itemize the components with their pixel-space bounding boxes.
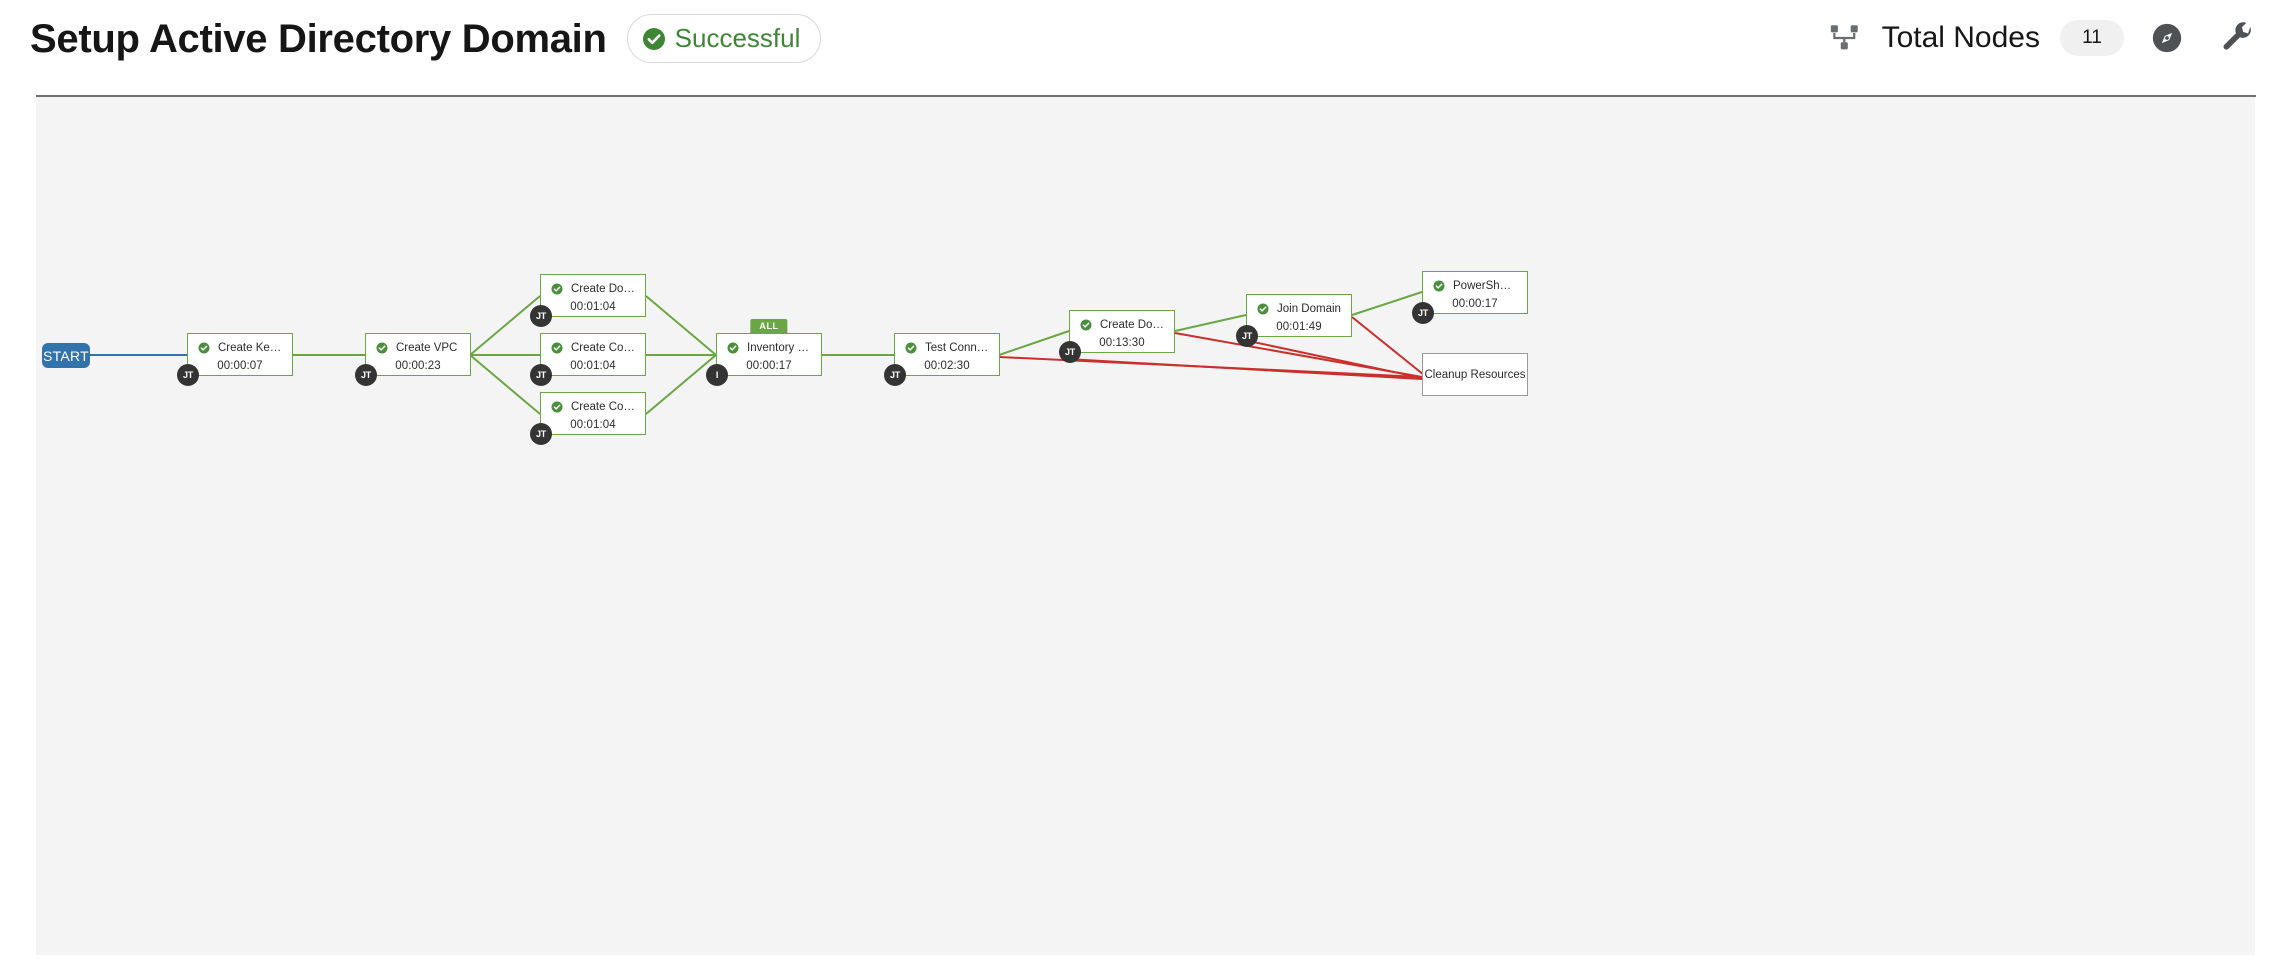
- check-circle-icon: [551, 401, 563, 412]
- node-create-keypair[interactable]: Create Keypair 00:00:07 JT: [177, 333, 293, 386]
- start-node[interactable]: START: [42, 343, 90, 368]
- node-elapsed: 00:01:04: [570, 359, 616, 372]
- node-header: PowerShell Validation: [1423, 276, 1527, 296]
- node-header: Create Keypair: [188, 338, 292, 358]
- edge-test-connectivity-to-create-domain: [998, 330, 1070, 356]
- edge-join-domain-alt-failure: [1243, 339, 1423, 379]
- status-badge: Successful: [626, 14, 822, 63]
- node-badge[interactable]: JT: [530, 305, 552, 327]
- edge-fanin-to-inventory-sync: [645, 295, 717, 415]
- node-title: Join Domain: [1277, 302, 1341, 315]
- node-powershell-validation[interactable]: PowerShell Validation 00:00:17 JT: [1412, 271, 1528, 324]
- node-inventory-sync[interactable]: ALL Inventory Sync 00:00:17 I: [706, 319, 822, 386]
- node-title: Test Connectivity: [925, 341, 989, 354]
- node-elapsed: 00:02:30: [924, 359, 970, 372]
- node-badge[interactable]: I: [706, 364, 728, 386]
- edge-layer: [90, 291, 1425, 415]
- page-header: Setup Active Directory Domain Successful…: [0, 0, 2290, 97]
- node-elapsed: 00:01:04: [570, 418, 616, 431]
- node-title: Cleanup Resources: [1424, 368, 1526, 381]
- wrench-icon[interactable]: [2216, 16, 2260, 60]
- check-circle-icon: [551, 283, 563, 294]
- node-test-connectivity[interactable]: Test Connectivity 00:02:30 JT: [884, 333, 1000, 386]
- node-title: Create Domain Contr...: [571, 282, 635, 295]
- node-create-computer-2[interactable]: Create Computer (2) 00:01:04 JT: [530, 392, 646, 445]
- node-elapsed: 00:13:30: [1099, 336, 1145, 349]
- node-header: Create Computer (2): [541, 397, 645, 417]
- node-elapsed: 00:01:49: [1276, 320, 1322, 333]
- node-title: Create Computer (1): [571, 341, 635, 354]
- node-create-vpc[interactable]: Create VPC 00:00:23 JT: [355, 333, 471, 386]
- node-elapsed: 00:00:17: [1452, 297, 1498, 310]
- edge-join-domain-to-cleanup-failure: [1351, 316, 1425, 376]
- node-title: Create Computer (2): [571, 400, 635, 413]
- node-badge[interactable]: JT: [884, 364, 906, 386]
- node-header: Test Connectivity: [895, 338, 999, 358]
- node-tag-all: ALL: [750, 319, 788, 333]
- node-elapsed: 00:00:23: [395, 359, 441, 372]
- check-circle-icon: [551, 342, 563, 353]
- node-badge[interactable]: JT: [530, 423, 552, 445]
- edge-join-domain-to-powershell-validation: [1351, 291, 1423, 316]
- node-header: Inventory Sync: [717, 338, 821, 358]
- node-badge[interactable]: JT: [177, 364, 199, 386]
- node-elapsed: 00:01:04: [570, 300, 616, 313]
- check-circle-icon: [642, 27, 665, 50]
- node-create-computer-1[interactable]: Create Computer (1) 00:01:04 JT: [530, 333, 646, 386]
- node-header: Create Computer (1): [541, 338, 645, 358]
- node-title: Create Domain: [1100, 318, 1164, 331]
- title-group: Setup Active Directory Domain Successful: [30, 14, 822, 63]
- edge-create-domain-alt-failure: [1066, 358, 1423, 380]
- check-circle-icon: [198, 342, 210, 353]
- node-header: Create Domain Contr...: [541, 279, 645, 299]
- node-create-domain-controller[interactable]: Create Domain Contr... 00:01:04 JT: [530, 274, 646, 327]
- node-title: PowerShell Validation: [1453, 279, 1517, 292]
- edge-create-vpc-fanout: [469, 295, 541, 415]
- workflow-canvas[interactable]: START Create Keypair 00:00:07 JT Create …: [36, 97, 2255, 955]
- total-nodes-label: Total Nodes: [1881, 21, 2040, 54]
- node-header: Cleanup Resources: [1423, 369, 1527, 381]
- sitemap-icon: [1816, 21, 1874, 55]
- total-nodes-count: 11: [2060, 20, 2124, 56]
- edge-create-domain-to-join-domain: [1174, 314, 1247, 332]
- node-elapsed: 00:00:07: [217, 359, 263, 372]
- node-badge[interactable]: JT: [355, 364, 377, 386]
- compass-icon[interactable]: [2146, 17, 2188, 59]
- header-divider: [36, 95, 2256, 97]
- node-title: Create Keypair: [218, 341, 282, 354]
- page-title: Setup Active Directory Domain: [30, 16, 607, 61]
- check-circle-icon: [376, 342, 388, 353]
- check-circle-icon: [1257, 303, 1269, 314]
- node-title: Inventory Sync: [747, 341, 811, 354]
- node-badge[interactable]: JT: [1236, 325, 1258, 347]
- check-circle-icon: [1080, 319, 1092, 330]
- status-label: Successful: [674, 23, 801, 53]
- node-create-domain[interactable]: Create Domain 00:13:30 JT: [1059, 310, 1175, 363]
- node-badge[interactable]: JT: [530, 364, 552, 386]
- check-circle-icon: [727, 342, 739, 353]
- node-header: Create Domain: [1070, 315, 1174, 335]
- check-circle-icon: [1433, 280, 1445, 291]
- node-badge[interactable]: JT: [1412, 302, 1434, 324]
- node-header: Create VPC: [366, 338, 470, 358]
- node-cleanup-resources[interactable]: Cleanup Resources: [1422, 353, 1528, 396]
- node-badge[interactable]: JT: [1059, 341, 1081, 363]
- check-circle-icon: [905, 342, 917, 353]
- node-header: Join Domain: [1247, 299, 1351, 319]
- header-actions: Total Nodes 11: [1816, 12, 2260, 64]
- node-join-domain[interactable]: Join Domain 00:01:49 JT: [1236, 294, 1352, 347]
- node-elapsed: 00:00:17: [746, 359, 792, 372]
- node-title: Create VPC: [396, 341, 458, 354]
